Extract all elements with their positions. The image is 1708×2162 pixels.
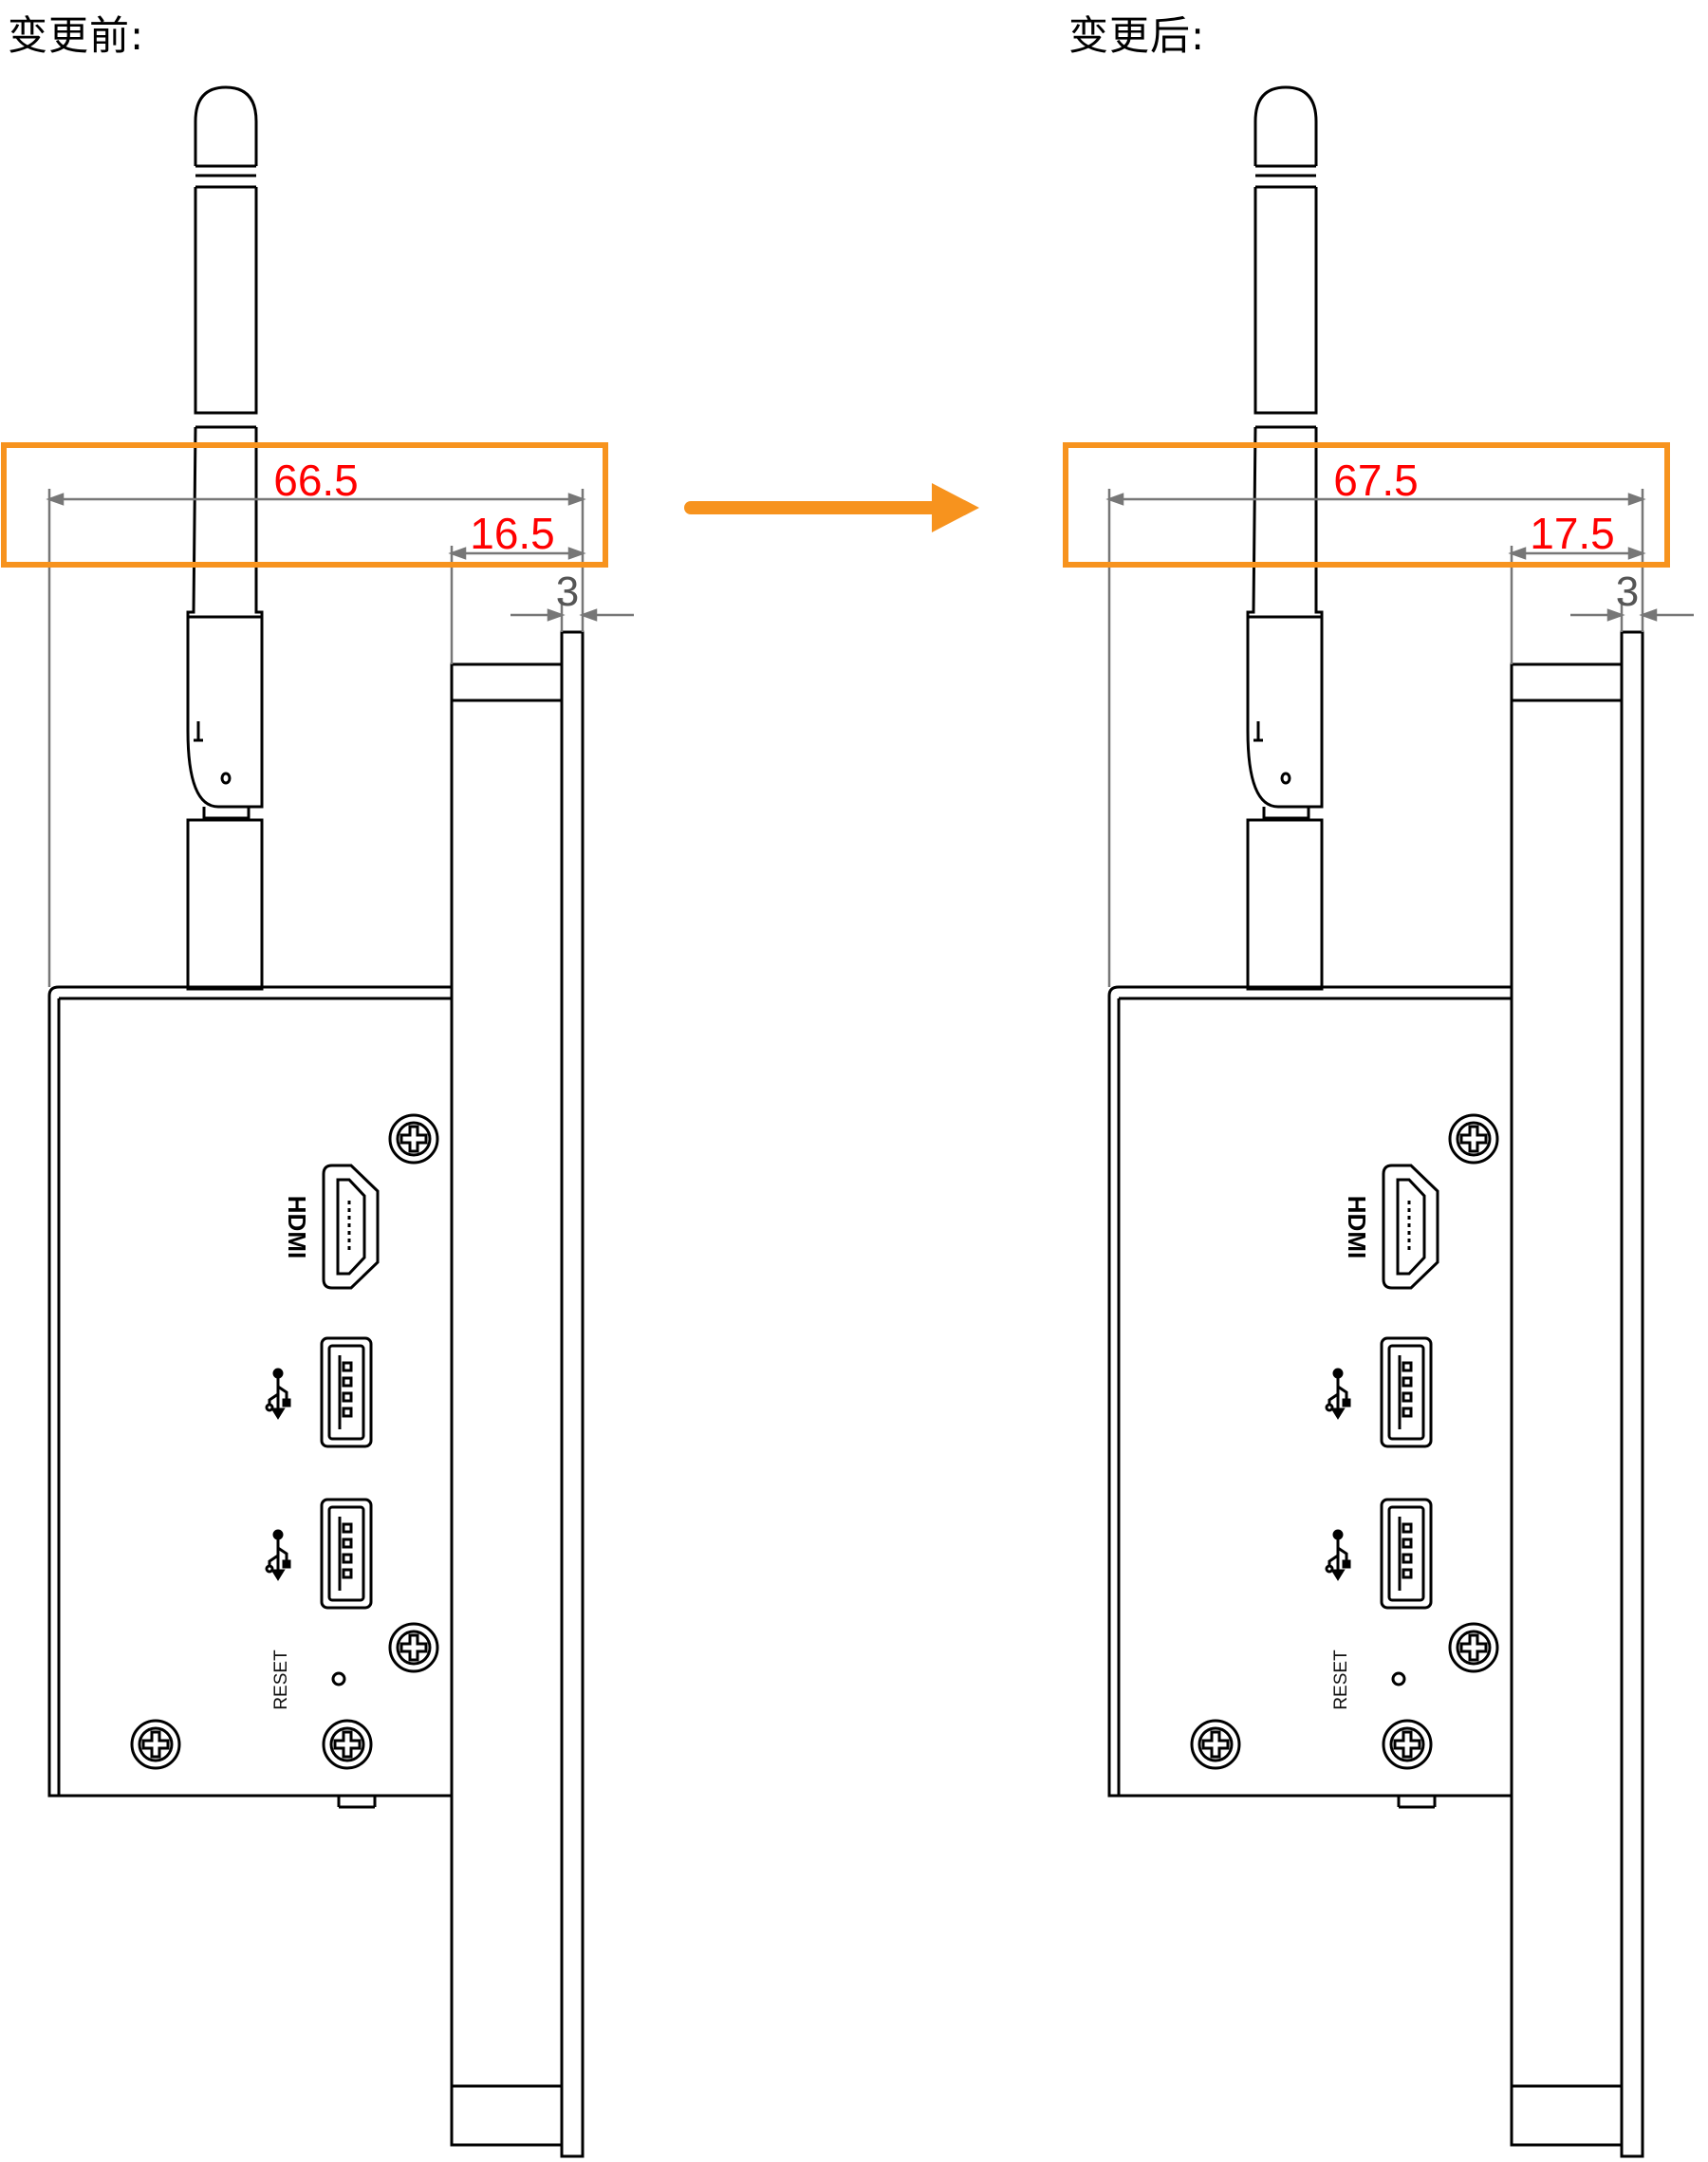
overall-dimension-label: 67.5 — [1333, 456, 1419, 505]
overall-dimension-label: 66.5 — [273, 456, 359, 505]
offset-dimension-label: 17.5 — [1530, 509, 1615, 558]
screw-icon — [388, 1113, 439, 1165]
reset-label: RESET — [271, 1649, 291, 1710]
usb-port — [320, 1336, 373, 1448]
antenna-icon — [186, 85, 264, 991]
reset-button — [331, 1671, 346, 1687]
screw-icon — [1448, 1622, 1499, 1673]
highlight-box — [1, 442, 608, 568]
bezel-dimension-label: 3 — [1616, 568, 1639, 615]
usb-port — [320, 1498, 373, 1610]
usb-port — [1380, 1498, 1433, 1610]
offset-dimension-label: 16.5 — [470, 509, 555, 558]
housing — [1107, 630, 1644, 2158]
reset-label: RESET — [1331, 1649, 1351, 1710]
usb-port — [1380, 1336, 1433, 1448]
screw-icon — [322, 1719, 373, 1770]
usb-icon — [1325, 1368, 1351, 1420]
highlight-box — [1063, 442, 1670, 568]
screw-icon — [130, 1719, 181, 1770]
hdmi-port — [322, 1164, 380, 1290]
right-arrow-icon — [684, 483, 979, 532]
before-drawing: HDMI RESET — [1, 85, 634, 2158]
housing — [47, 630, 585, 2158]
screw-icon — [388, 1622, 439, 1673]
after-heading: 变更后: — [1068, 12, 1206, 59]
usb-icon — [1325, 1529, 1351, 1581]
reset-button — [1391, 1671, 1406, 1687]
usb-icon — [265, 1368, 291, 1420]
dimension-lines — [46, 489, 634, 987]
after-drawing: HDMI RESET — [1060, 0, 1708, 2162]
dimension-lines — [1105, 489, 1694, 987]
bezel-dimension-label: 3 — [556, 568, 579, 615]
antenna-icon — [1246, 85, 1324, 991]
hdmi-port — [1382, 1164, 1439, 1290]
before-heading: 变更前: — [8, 12, 145, 59]
usb-icon — [265, 1529, 291, 1581]
screw-icon — [1382, 1719, 1433, 1770]
screw-icon — [1448, 1113, 1499, 1165]
screw-icon — [1190, 1719, 1241, 1770]
hdmi-label: HDMI — [1343, 1196, 1371, 1258]
hdmi-label: HDMI — [283, 1196, 311, 1258]
